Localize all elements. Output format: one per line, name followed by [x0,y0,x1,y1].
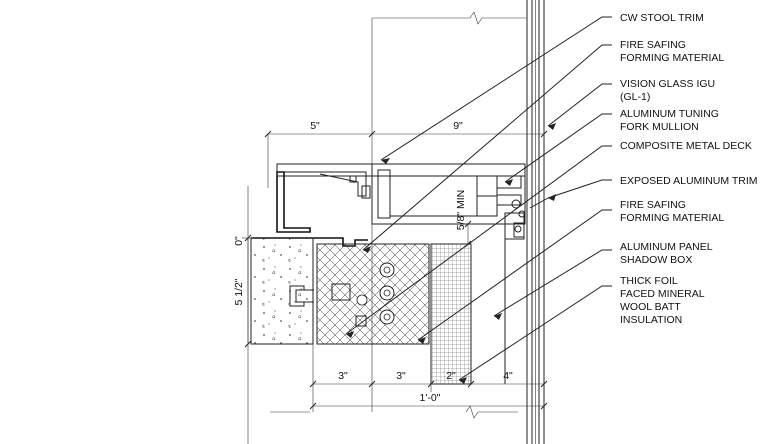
dim-top-right: 9" [453,120,463,132]
leader-lines [345,16,612,384]
composite-metal-deck [250,237,368,345]
callout-fire-safing-2: FIRE SAFING FORMING MATERIAL [620,199,724,224]
thick-foil-mineral-wool-insulation [430,243,472,385]
callout-labels: CW STOOL TRIM FIRE SAFING FORMING MATERI… [620,12,758,326]
dim-bottom-a: 3" [338,370,348,382]
aluminum-tuning-fork-mullion [276,163,526,240]
callout-composite-metal-deck: COMPOSITE METAL DECK [620,140,752,152]
vision-glass-igu [526,0,545,444]
dim-slab-depth: 5 1/2" [233,278,245,305]
dim-vertical-min: 5/8" MIN [455,190,467,231]
callout-vision-glass-igu: VISION GLASS IGU (GL-1) [620,78,718,103]
callout-cw-stool-trim: CW STOOL TRIM [620,12,704,24]
aluminum-panel-shadow-box [470,239,506,384]
callout-fire-safing-1: FIRE SAFING FORMING MATERIAL [620,39,724,64]
cw-stool-trim [276,164,371,233]
dim-slab-zero: 0" [233,236,245,246]
fire-safing-forming-material [316,243,430,345]
callout-tuning-fork-mullion: ALUMINUM TUNING FORK MULLION [620,108,722,133]
dim-bottom-c: 2" [446,370,456,382]
dim-top-left: 5" [310,120,320,132]
callout-aluminum-panel-shadow-box: ALUMINUM PANEL SHADOW BOX [620,241,715,266]
dimension-labels: 5" 9" 0" 5 1/2" 5/8" MIN 3" 3" 2" 4" 1'-… [233,120,513,404]
callout-thick-foil-insulation: THICK FOIL FACED MINERAL WOOL BATT INSUL… [620,275,707,326]
dim-overall: 1'-0" [420,392,441,404]
dim-bottom-d: 4" [503,370,513,382]
callout-exposed-aluminum-trim: EXPOSED ALUMINUM TRIM [620,175,758,187]
dim-bottom-b: 3" [396,370,406,382]
